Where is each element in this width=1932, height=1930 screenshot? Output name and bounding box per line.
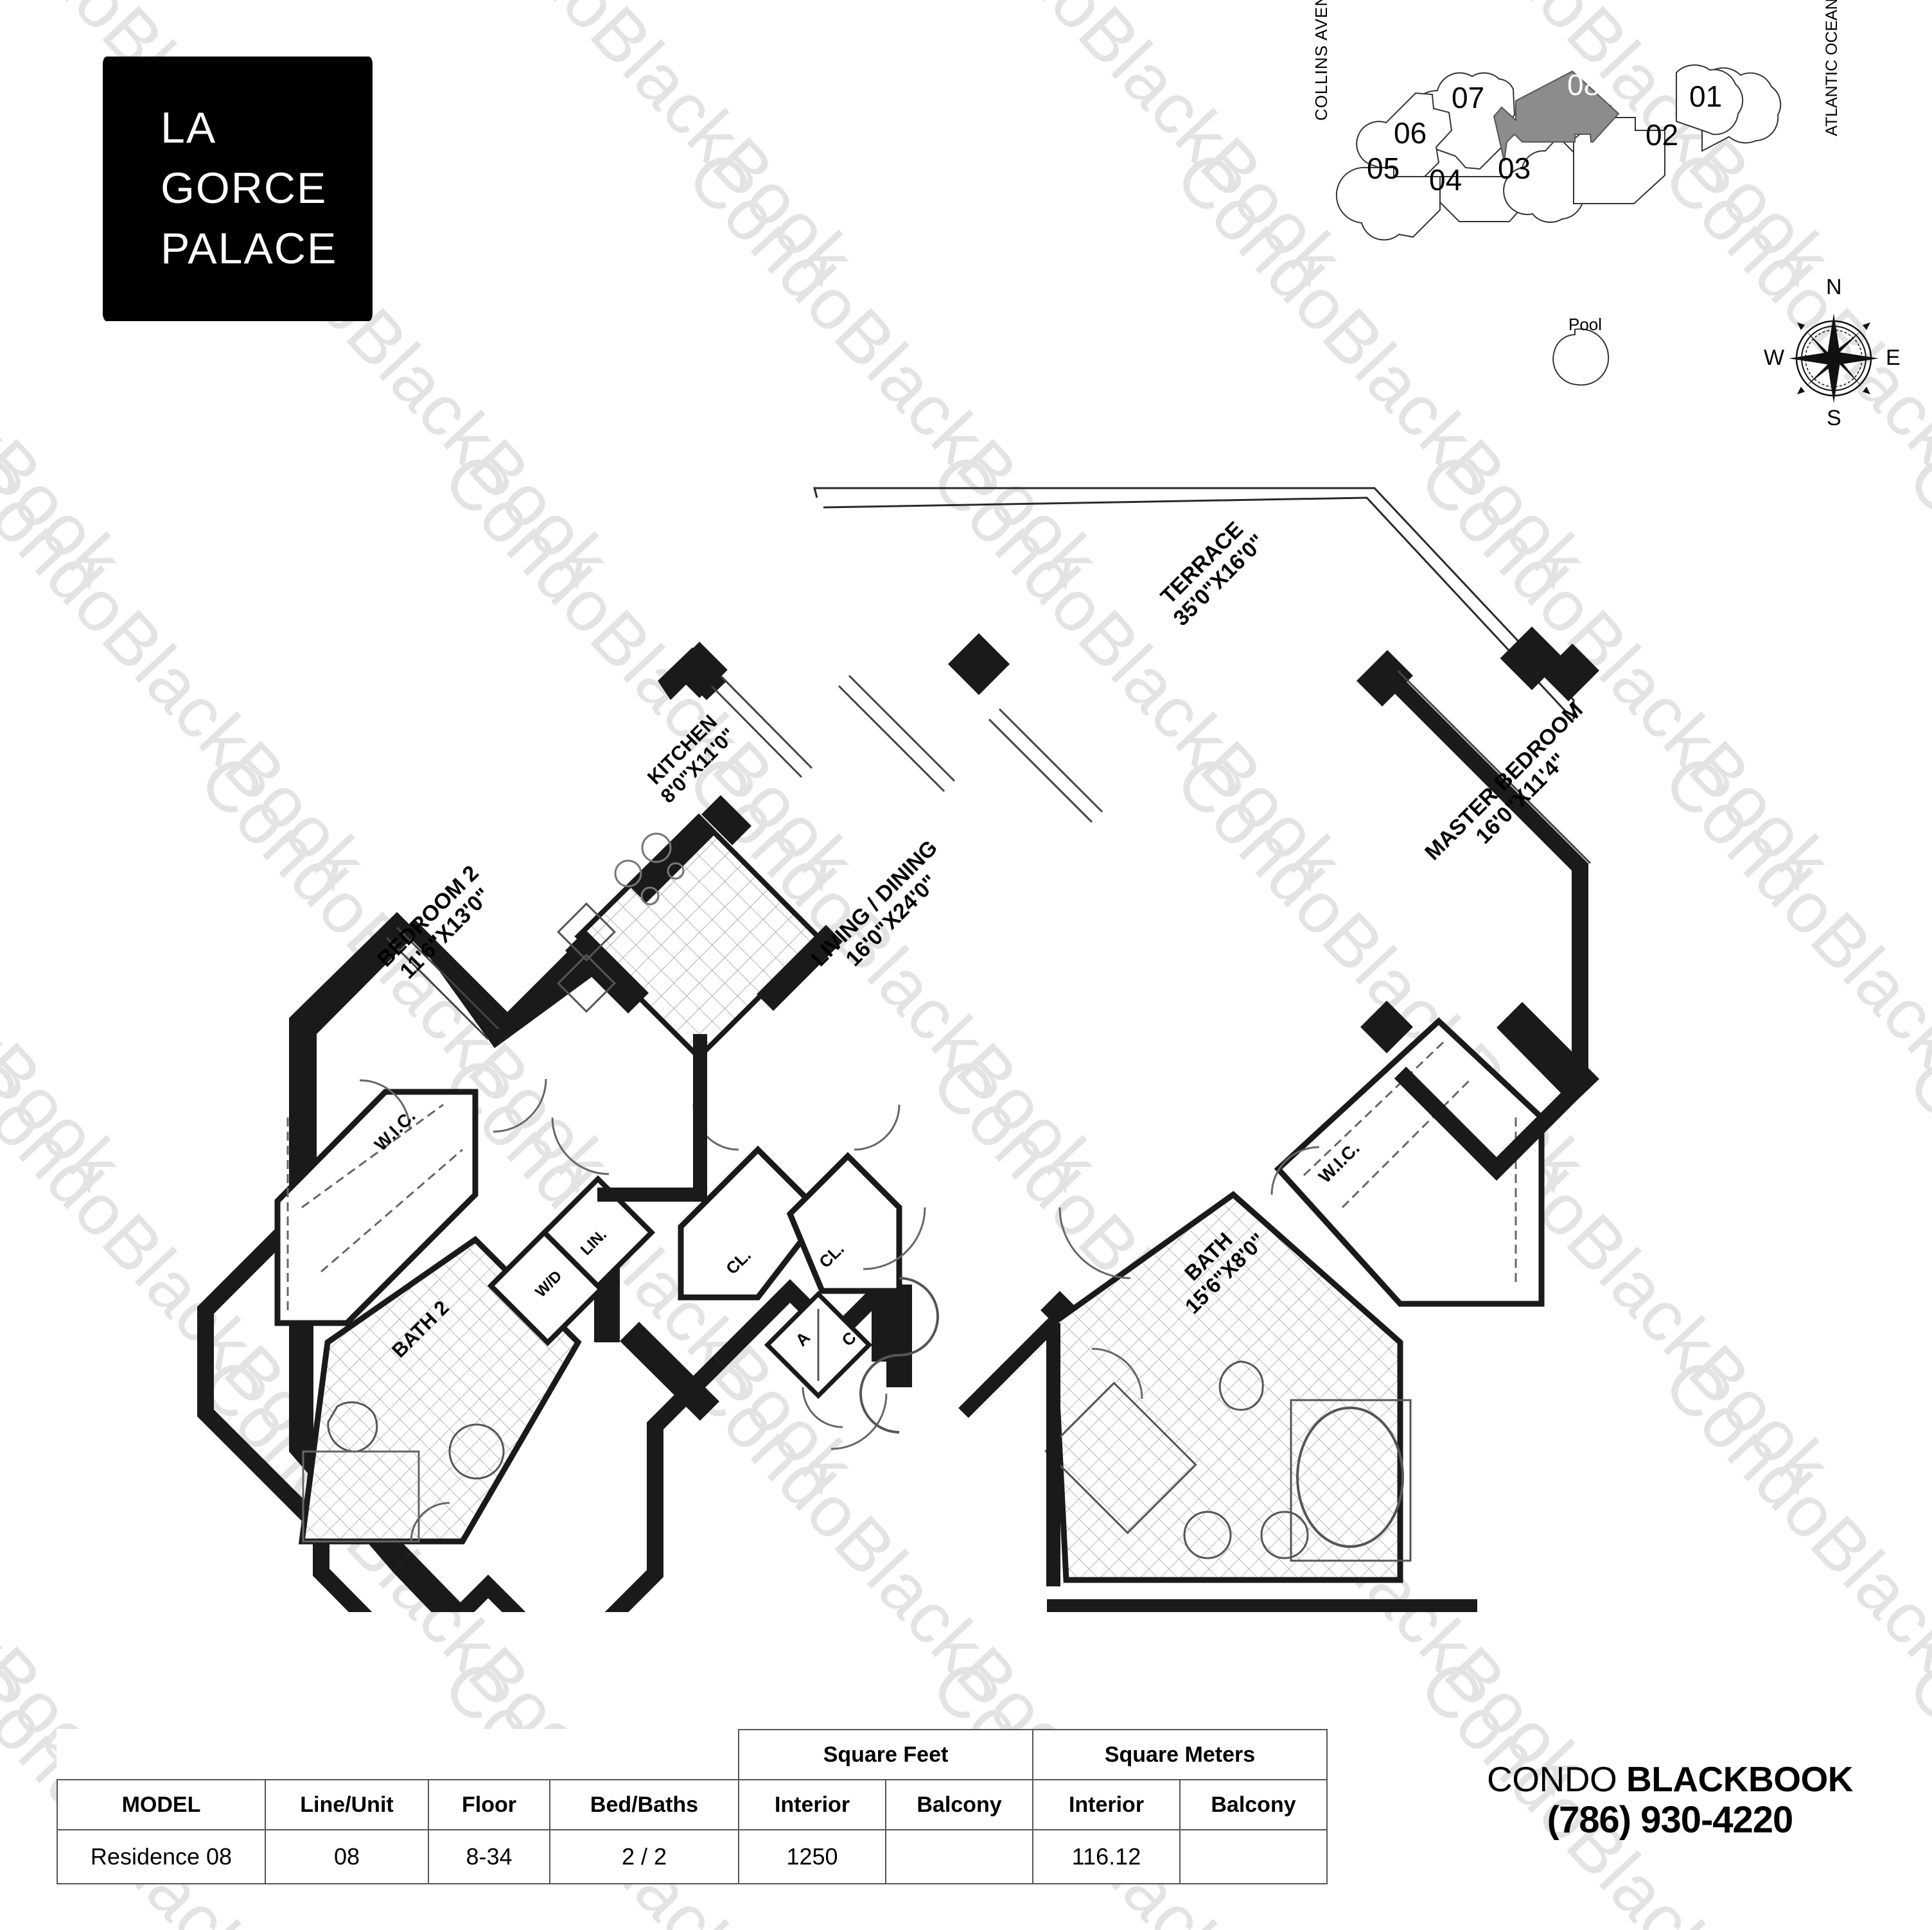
logo-line-1: LA — [161, 103, 217, 153]
brand-phone: (786) 930-4220 — [1547, 1798, 1794, 1841]
bedroom2-wic — [274, 1089, 479, 1326]
terrace-outline — [813, 487, 1575, 719]
column-header-floor: Floor — [428, 1779, 550, 1830]
keyplan-unit-label-08: 08 — [1567, 68, 1601, 101]
cell-model: Residence 08 — [57, 1829, 266, 1884]
compass-west-label: W — [1764, 346, 1785, 370]
spacer-cell-1 — [57, 1730, 265, 1780]
column-header-sqm-balcony: Balcony — [1179, 1779, 1328, 1830]
table-group-header-row: Square Feet Square Meters — [57, 1729, 1328, 1780]
master-suite — [1044, 1017, 1545, 1583]
key-plan-svg — [1335, 64, 1782, 386]
compass-svg — [1789, 313, 1879, 403]
bath2-area — [298, 1236, 582, 1545]
keyplan-unit-06 — [1356, 92, 1453, 188]
group-header-square-feet: Square Feet — [738, 1729, 1033, 1780]
cell-floor: 8-34 — [428, 1829, 550, 1884]
brand-name: CONDO BLACKBOOK — [1445, 1759, 1895, 1800]
logo-line-3: PALACE — [161, 224, 338, 273]
cell-sqm-interior: 116.12 — [1032, 1829, 1181, 1884]
entry-doors — [859, 1277, 939, 1434]
keyplan-unit-label-02: 02 — [1646, 118, 1679, 152]
logo-line-2: GORCE — [161, 164, 328, 213]
cell-sqft-balcony — [885, 1829, 1033, 1884]
compass-east-label: E — [1886, 346, 1901, 370]
keyplan-unit-05 — [1335, 166, 1441, 241]
keyplan-unit-label-01: 01 — [1689, 80, 1723, 113]
pool-label: Pool — [1568, 315, 1603, 334]
keyplan-unit-01b — [1676, 64, 1744, 136]
compass-south-label: S — [1827, 406, 1841, 430]
group-header-square-meters: Square Meters — [1032, 1729, 1328, 1780]
wall-entry-right — [886, 1285, 912, 1387]
brand-name-bold: BLACKBOOK — [1626, 1759, 1853, 1799]
kitchen-area — [557, 795, 843, 1061]
keyplan-unit-label-04: 04 — [1429, 163, 1462, 197]
keyplan-unit-label-05: 05 — [1367, 152, 1400, 185]
spacer-cell-4 — [550, 1730, 739, 1780]
watermark-text: CondoBlackBook — [917, 0, 1358, 299]
building-logo: LA GORCE PALACE — [103, 57, 373, 321]
compass-rose: N E S W — [1760, 275, 1908, 430]
spacer-cell-3 — [428, 1730, 550, 1780]
cell-sqft-interior: 1250 — [738, 1829, 886, 1884]
keyplan-pool — [1552, 328, 1610, 386]
laundry-linen — [487, 1175, 656, 1347]
cell-sqm-balcony — [1179, 1829, 1328, 1884]
key-plan-diagram — [1317, 61, 1932, 434]
column-header-sqm-interior: Interior — [1032, 1779, 1181, 1830]
watermark-text: CondoBlackBook — [428, 0, 870, 299]
column-header-model: MODEL — [57, 1779, 266, 1830]
atlantic-ocean-label: ATLANTIC OCEAN — [1823, 0, 1841, 136]
keyplan-unit-label-07: 07 — [1452, 81, 1485, 114]
collins-avenue-label: COLLINS AVENUE — [1312, 0, 1331, 121]
column-header-sqft-balcony: Balcony — [885, 1779, 1033, 1830]
master-bedroom-outline — [1381, 668, 1588, 1181]
closet-cluster — [678, 1145, 902, 1399]
table-row: Residence 08 08 8-34 2 / 2 1250 116.12 — [57, 1829, 1328, 1884]
cell-bed-baths: 2 / 2 — [549, 1829, 739, 1884]
interior-partitions — [597, 1034, 1060, 1586]
residence-spec-table: Square Feet Square Meters MODEL Line/Uni… — [57, 1729, 1328, 1884]
spacer-cell-2 — [265, 1730, 428, 1780]
wall-master-right — [1541, 644, 1599, 701]
cell-line-unit: 08 — [265, 1829, 429, 1884]
brand-name-light: CONDO — [1487, 1759, 1617, 1799]
wall-bath-bottom — [1047, 1599, 1477, 1622]
keyplan-unit-label-03: 03 — [1498, 152, 1531, 185]
keyplan-unit-label-06: 06 — [1394, 116, 1427, 150]
condo-blackbook-branding: CONDO BLACKBOOK (786) 930-4220 — [1445, 1759, 1895, 1841]
watermark-text: CondoBlackBook — [1893, 1645, 1932, 1930]
table-header-row: MODEL Line/Unit Floor Bed/Baths Interior… — [57, 1779, 1328, 1830]
column-header-bed-baths: Bed/Baths — [549, 1779, 739, 1830]
floor-plan-svg — [197, 487, 1599, 1676]
compass-north-label: N — [1826, 275, 1842, 299]
column-header-line-unit: Line/Unit — [265, 1779, 429, 1830]
column-header-sqft-interior: Interior — [738, 1779, 886, 1830]
keyplan-unit-08-highlighted — [1493, 70, 1620, 162]
